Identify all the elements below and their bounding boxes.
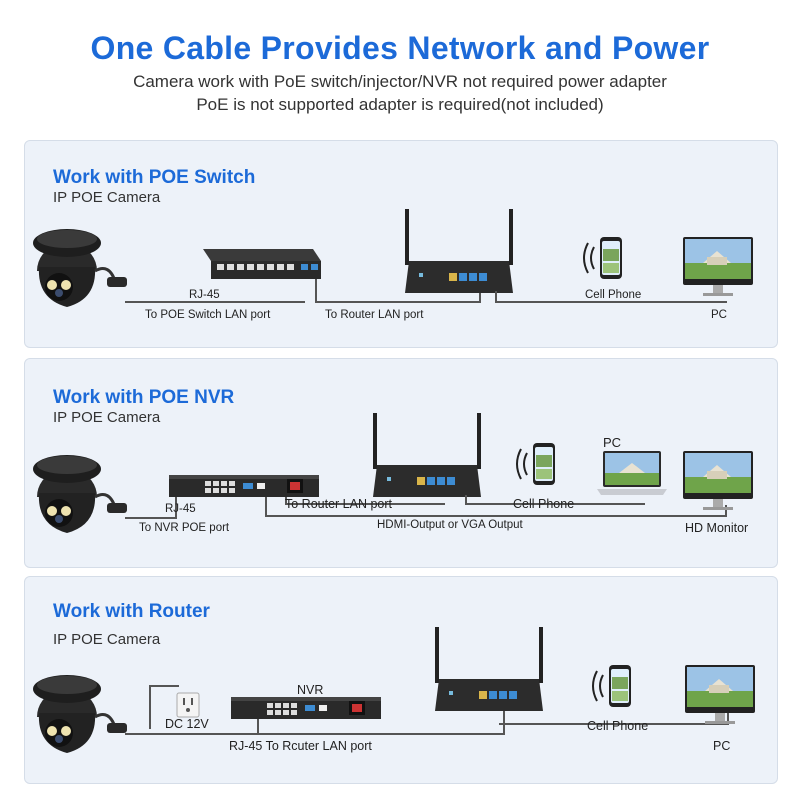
cable: [465, 495, 467, 505]
pc-label: PC: [711, 309, 727, 321]
power-outlet-icon: [176, 692, 200, 718]
cable: [149, 685, 151, 729]
cable: [125, 733, 505, 735]
poe-switch-icon: [203, 249, 321, 279]
panel-router: Work with Router IP POE Camera DC 12V NV…: [24, 576, 778, 784]
camera-icon: [31, 227, 129, 309]
dc-12v-label: DC 12V: [165, 717, 209, 731]
panel-poe-switch: Work with POE Switch IP POE Camera RJ-45…: [24, 140, 778, 348]
router-icon: [405, 209, 513, 293]
cell-phone-label: Cell Phone: [513, 497, 575, 511]
to-router-label: To Router LAN port: [285, 497, 392, 511]
panel-title: Work with Router: [53, 601, 210, 622]
to-nvr-label: To NVR POE port: [139, 522, 230, 534]
camera-label: IP POE Camera: [53, 631, 161, 648]
cable: [149, 685, 179, 687]
cable: [265, 515, 725, 517]
rj45-label: RJ-45: [189, 289, 220, 301]
cable: [285, 497, 287, 505]
cable: [257, 711, 259, 733]
cell-phone-icon: [583, 236, 623, 280]
camera-icon: [31, 673, 129, 755]
rj45-router-label: RJ-45 To Rcuter LAN port: [229, 739, 372, 753]
camera-icon: [31, 453, 129, 535]
rj45-label: RJ-45: [165, 503, 196, 515]
cable: [727, 711, 729, 725]
cable: [265, 497, 267, 517]
cell-phone-icon: [516, 442, 556, 486]
cable: [125, 301, 305, 303]
hdmi-vga-label: HDMI-Output or VGA Output: [377, 519, 523, 531]
to-router-label: To Router LAN port: [325, 309, 424, 321]
hd-monitor-icon: [683, 451, 753, 510]
cable: [285, 503, 445, 505]
nvr-icon: [169, 475, 319, 497]
router-icon: [373, 413, 481, 497]
cable: [175, 485, 177, 519]
camera-label: IP POE Camera: [53, 189, 161, 206]
cable: [315, 301, 479, 303]
cable: [503, 709, 505, 735]
camera-label: IP POE Camera: [53, 409, 161, 426]
subtitle-line-1: Camera work with PoE switch/injector/NVR…: [133, 72, 667, 91]
subtitle-line-2: PoE is not supported adapter is required…: [196, 95, 604, 114]
panel-title: Work with POE NVR: [53, 387, 235, 408]
cell-phone-label: Cell Phone: [585, 289, 642, 301]
cable: [495, 301, 727, 303]
hd-monitor-label: HD Monitor: [685, 521, 749, 535]
panel-title: Work with POE Switch: [53, 167, 256, 188]
nvr-label: NVR: [297, 683, 324, 697]
cable: [315, 279, 317, 301]
cable: [125, 517, 175, 519]
nvr-icon: [231, 697, 381, 719]
pc-label: PC: [603, 435, 622, 450]
cell-phone-label: Cell Phone: [587, 719, 649, 733]
cable: [725, 505, 727, 517]
page-title: One Cable Provides Network and Power: [90, 30, 710, 66]
cable: [479, 287, 481, 303]
pc-monitor-icon: [683, 237, 753, 296]
cell-phone-icon: [592, 664, 632, 708]
pc-label: PC: [713, 739, 731, 753]
panel-poe-nvr: Work with POE NVR IP POE Camera RJ-45 To…: [24, 358, 778, 568]
laptop-icon: [597, 451, 667, 495]
cable: [499, 723, 729, 725]
to-switch-label: To POE Switch LAN port: [145, 309, 271, 321]
pc-monitor-icon: [685, 665, 755, 724]
router-icon: [435, 627, 543, 711]
cable: [465, 503, 645, 505]
cable: [495, 291, 497, 303]
